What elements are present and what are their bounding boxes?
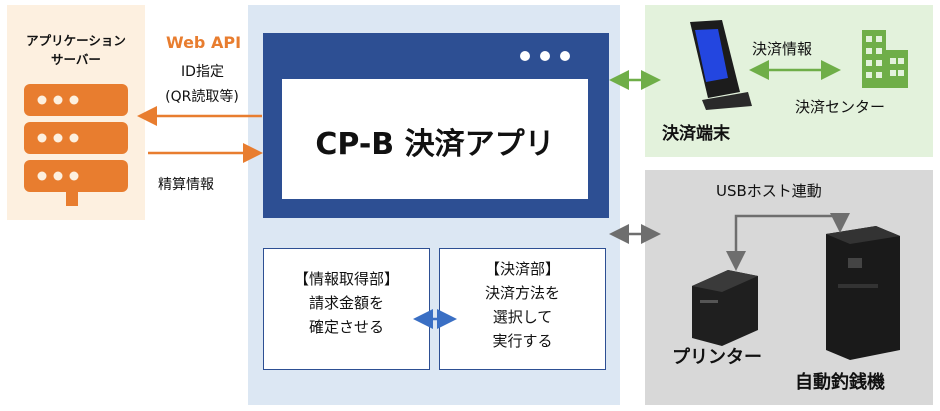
app-title: CP-B 決済アプリ (315, 127, 555, 162)
info-box-line1: 【情報取得部】 (293, 270, 399, 288)
payment-box-line3: 選択して (492, 308, 553, 326)
app-title-box (282, 79, 588, 199)
server-title-line1: アプリケーション (26, 33, 126, 48)
payment-box-line2: 決済方法を (484, 284, 560, 302)
terminal-label: 決済端末 (662, 124, 730, 144)
printer-label: プリンター (672, 347, 762, 368)
webapi-title: Web API (166, 33, 242, 52)
payment-info-label: 決済情報 (752, 40, 813, 58)
change-machine-label: 自動釣銭機 (795, 372, 885, 393)
payment-box-line1: 【決済部】 (484, 260, 560, 278)
webapi-qr-label: (QR読取等) (165, 89, 239, 105)
payment-box (439, 248, 606, 370)
usb-host-label: USBホスト連動 (716, 182, 822, 200)
settlement-info-label: 精算情報 (158, 177, 214, 193)
server-title-line2: サーバー (51, 52, 101, 67)
payment-box-line4: 実行する (492, 332, 553, 350)
info-box-line3: 確定させる (308, 318, 384, 336)
info-acquisition-box (263, 248, 430, 370)
devices-panel (645, 170, 933, 405)
webapi-id-label: ID指定 (181, 64, 224, 80)
payment-center-label: 決済センター (795, 98, 886, 116)
info-box-line2: 請求金額を (308, 294, 384, 312)
